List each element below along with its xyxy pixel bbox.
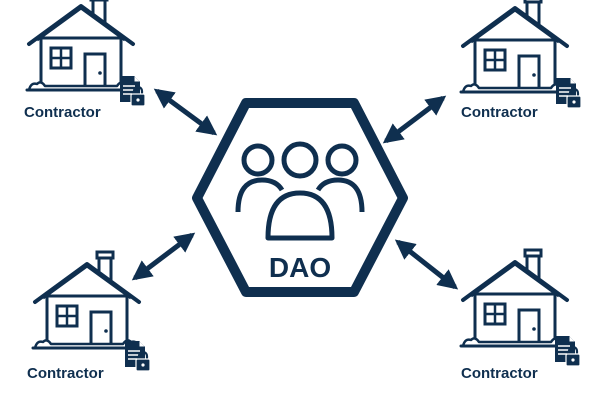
document-lock-icon xyxy=(554,76,583,110)
arrow-bottom-left xyxy=(131,232,196,281)
dao-label: DAO xyxy=(269,252,331,283)
document-lock-icon xyxy=(123,339,152,373)
contractor-node-bottom-right: Contractor xyxy=(459,248,582,382)
contractor-label: Contractor xyxy=(461,104,538,121)
contractor-label: Contractor xyxy=(461,365,538,382)
arrow-top-left xyxy=(153,88,218,136)
dao-hub: DAO xyxy=(192,98,408,297)
connection-arrows xyxy=(131,88,459,290)
house-icon xyxy=(31,250,143,350)
arrow-bottom-right xyxy=(394,239,459,290)
contractor-node-top-right: Contractor xyxy=(459,0,583,121)
document-lock-icon xyxy=(118,74,147,108)
contractor-label: Contractor xyxy=(24,104,101,121)
arrow-top-right xyxy=(382,95,447,144)
contractor-label: Contractor xyxy=(27,365,104,382)
contractor-node-bottom-left: Contractor xyxy=(27,250,152,382)
house-icon xyxy=(459,248,571,348)
people-group-icon xyxy=(235,141,365,241)
house-icon xyxy=(459,0,571,94)
document-lock-icon xyxy=(553,334,582,368)
house-icon xyxy=(25,0,137,92)
contractor-node-top-left: Contractor xyxy=(24,0,147,121)
